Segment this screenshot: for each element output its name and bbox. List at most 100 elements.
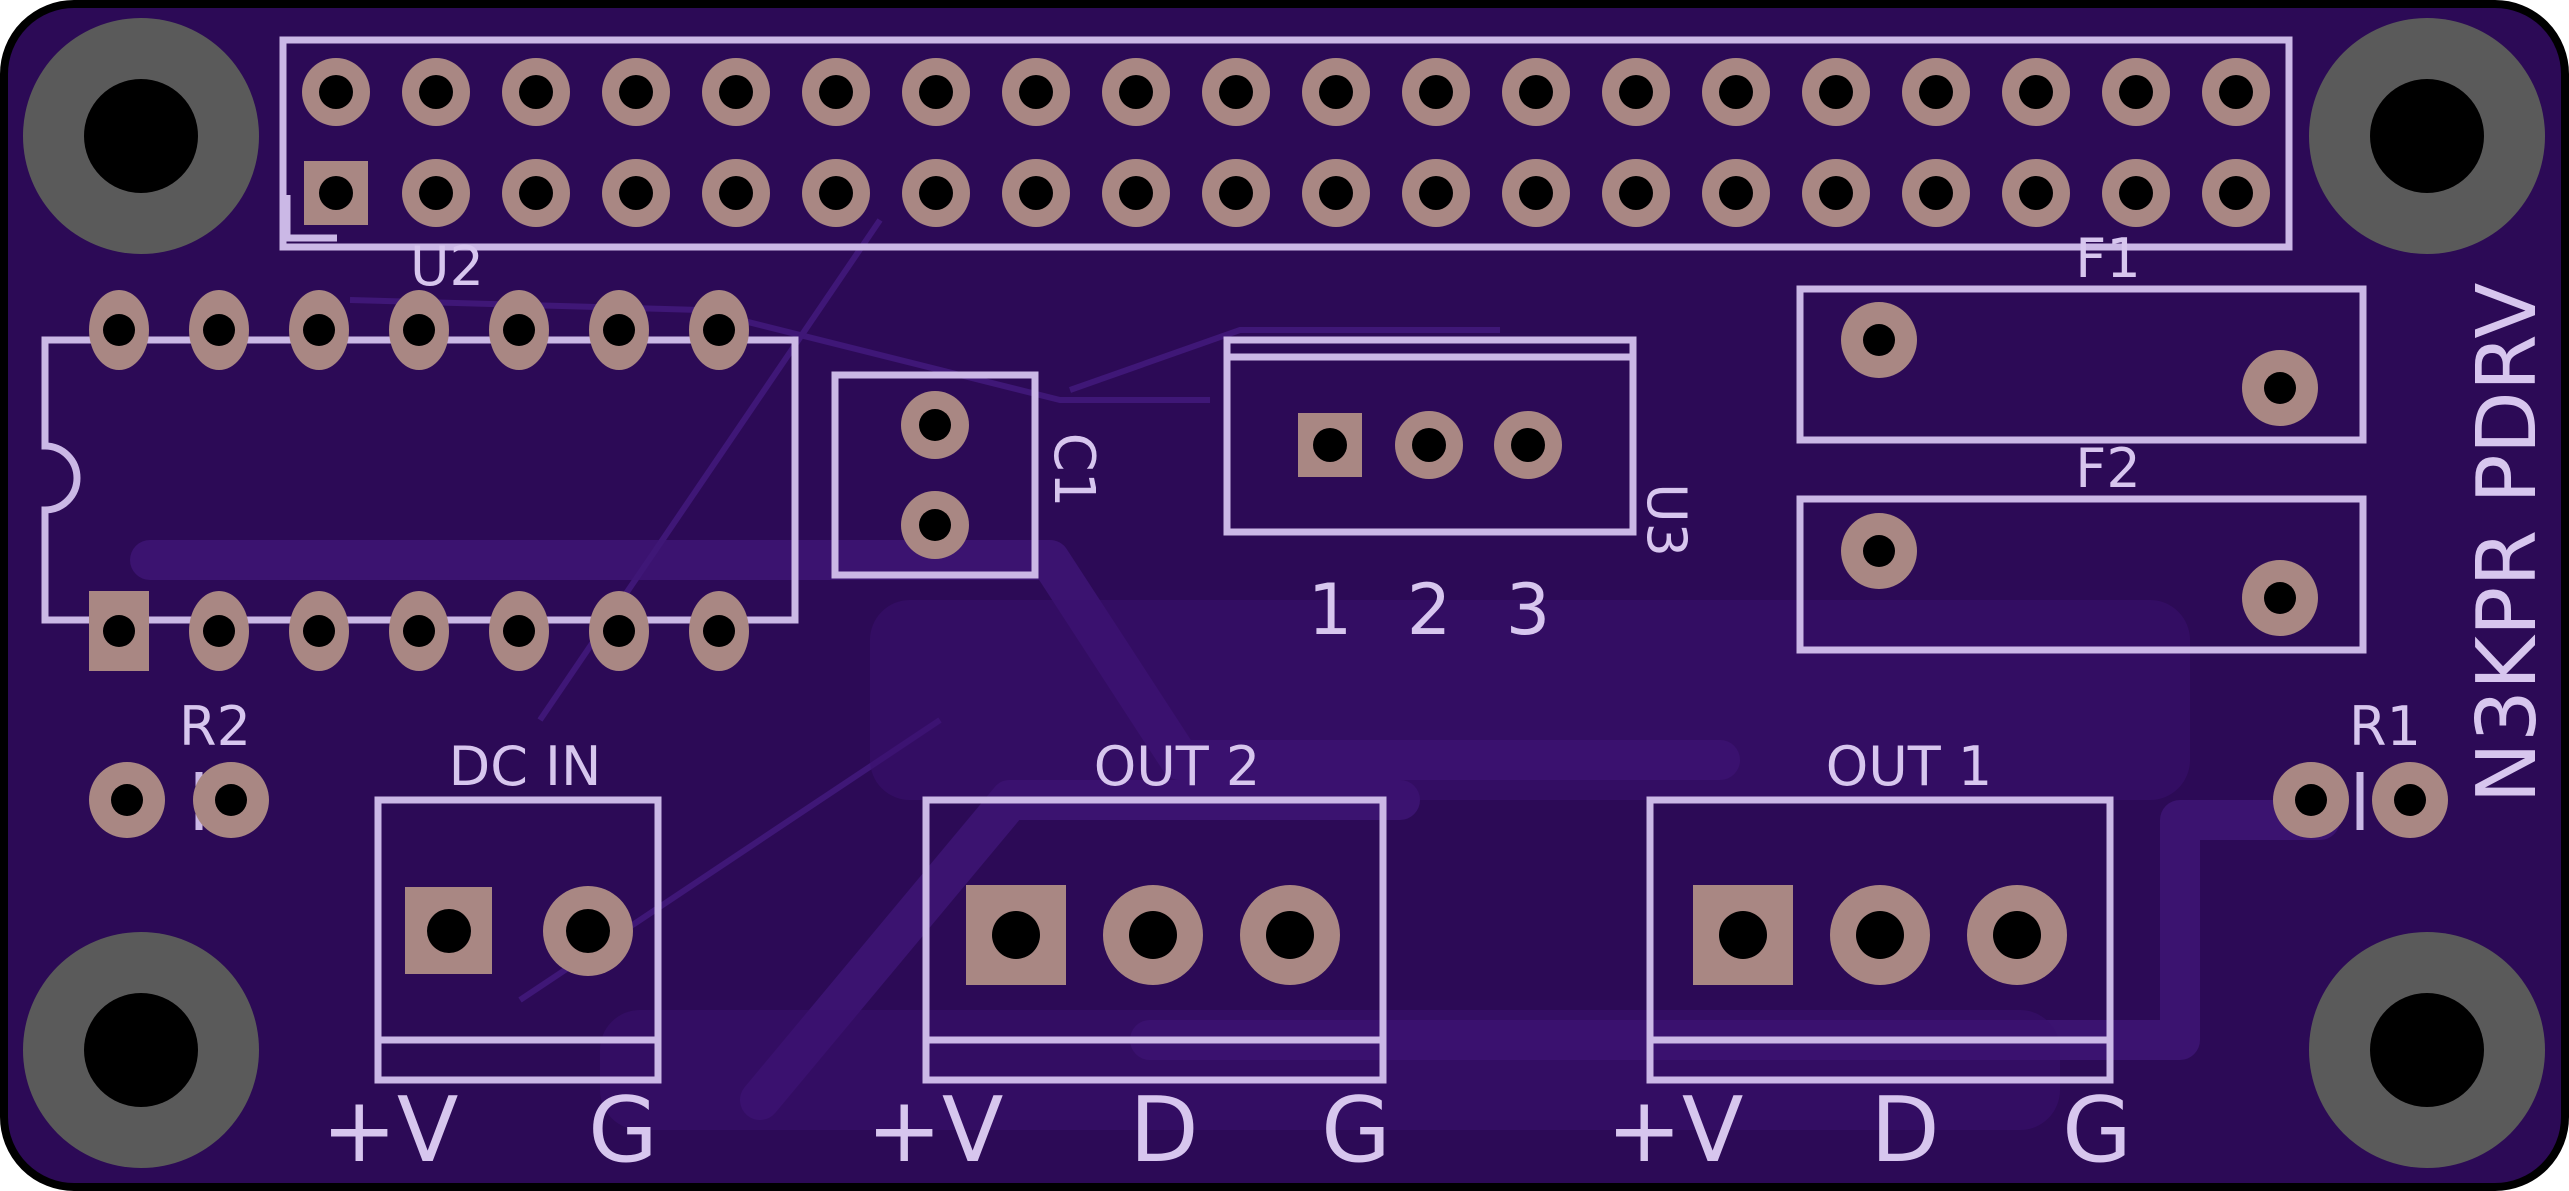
out2-pins-drill bbox=[1266, 911, 1314, 959]
u3-pins bbox=[1298, 411, 1562, 479]
u3-pin3-number: 3 bbox=[1506, 569, 1551, 651]
u3-regulator: U3 1 2 3 bbox=[1223, 336, 1698, 651]
gpio-pin-drill bbox=[1619, 176, 1653, 210]
board-title: N3KPR PDRV bbox=[2460, 283, 2555, 804]
r1-pad-drill bbox=[2295, 784, 2327, 816]
gpio-pin-drill bbox=[619, 176, 653, 210]
gpio-pin1-marker bbox=[283, 195, 337, 242]
out1-pins-drill bbox=[1856, 911, 1904, 959]
gpio-pin-drill bbox=[1319, 75, 1353, 109]
c1-pin-drill bbox=[919, 409, 951, 441]
gpio-pin-drill bbox=[719, 176, 753, 210]
dc-in-terminal: DC IN +V G bbox=[322, 735, 662, 1183]
out2-label: OUT 2 bbox=[1094, 735, 1261, 798]
dc-in-gnd-label: G bbox=[588, 1078, 658, 1183]
out2-pos-label: +V bbox=[867, 1078, 1004, 1183]
u2-pin-drill bbox=[503, 314, 535, 346]
gpio-pin-drill bbox=[1619, 75, 1653, 109]
gpio-pin-drill bbox=[2219, 75, 2253, 109]
u2-pins bbox=[89, 290, 749, 671]
gpio-pin-drill bbox=[919, 75, 953, 109]
mount-hole-drill bbox=[84, 993, 198, 1107]
u2-body-outline bbox=[41, 336, 799, 624]
gpio-header-outline bbox=[279, 36, 2293, 251]
mount-hole-drill bbox=[2370, 79, 2484, 193]
f1-outline bbox=[1796, 285, 2367, 444]
gpio-pin-drill bbox=[1419, 176, 1453, 210]
f1-pad bbox=[1841, 302, 2318, 426]
u2-pin-drill bbox=[703, 314, 735, 346]
r2-resistor: R2 bbox=[89, 695, 269, 838]
gpio-pin-drill bbox=[519, 75, 553, 109]
u3-outline bbox=[1223, 336, 1637, 536]
gpio-pin-drill bbox=[1419, 75, 1453, 109]
r1-pad-drill bbox=[2394, 784, 2426, 816]
gpio-pin-drill bbox=[1819, 75, 1853, 109]
u3-label: U3 bbox=[1635, 483, 1698, 557]
gpio-pin-drill bbox=[319, 75, 353, 109]
gpio-pin-drill bbox=[519, 176, 553, 210]
out2-gnd-label: G bbox=[1321, 1078, 1391, 1183]
out2-pins-drill bbox=[1129, 911, 1177, 959]
c1-label: C1 bbox=[1041, 433, 1106, 508]
f2-outline bbox=[1796, 495, 2367, 654]
f2-pad-drill bbox=[2264, 582, 2296, 614]
r1-label: R1 bbox=[2349, 695, 2421, 758]
gpio-pin-drill bbox=[419, 176, 453, 210]
mount-hole-drill bbox=[2370, 993, 2484, 1107]
gpio-pin-drill bbox=[1119, 75, 1153, 109]
gpio-pin-drill bbox=[2019, 176, 2053, 210]
gpio-pin-drill bbox=[1519, 75, 1553, 109]
u2-pin-drill bbox=[303, 615, 335, 647]
out1-pins bbox=[1693, 885, 2067, 985]
c1-pins bbox=[901, 391, 969, 559]
gpio-header bbox=[279, 36, 2293, 251]
gpio-pin-drill bbox=[819, 176, 853, 210]
gpio-pin-drill bbox=[619, 75, 653, 109]
gpio-pins bbox=[302, 58, 2270, 227]
f2-label: F2 bbox=[2075, 437, 2140, 500]
gpio-pin-drill bbox=[1019, 75, 1053, 109]
out1-data-label: D bbox=[1870, 1078, 1939, 1183]
u2-pin-drill bbox=[603, 314, 635, 346]
u2-dip-ic: U2 bbox=[41, 235, 799, 671]
gpio-pin-drill bbox=[1219, 176, 1253, 210]
u3-pin-drill bbox=[1511, 428, 1545, 462]
u2-pin-drill bbox=[203, 615, 235, 647]
gpio-pin-drill bbox=[1819, 176, 1853, 210]
r2-pad-drill bbox=[215, 784, 247, 816]
f1-pad-drill bbox=[1863, 324, 1895, 356]
u3-pin1-number: 1 bbox=[1308, 569, 1353, 651]
r2-pad-drill bbox=[111, 784, 143, 816]
u3-pin-drill bbox=[1412, 428, 1446, 462]
dc-in-pos-label: +V bbox=[322, 1078, 459, 1183]
c1-outline bbox=[831, 371, 1039, 579]
u2-pin-drill bbox=[703, 615, 735, 647]
u2-pin-drill bbox=[603, 615, 635, 647]
u2-pin-drill bbox=[503, 615, 535, 647]
out2-data-label: D bbox=[1129, 1078, 1198, 1183]
out1-pins-drill bbox=[1993, 911, 2041, 959]
gpio-pin-drill bbox=[1919, 75, 1953, 109]
out1-label: OUT 1 bbox=[1826, 735, 1993, 798]
gpio-pin-drill bbox=[2219, 176, 2253, 210]
out2-pins bbox=[966, 885, 1340, 985]
out1-outline bbox=[1646, 796, 2114, 1084]
gpio-pin-drill bbox=[2019, 75, 2053, 109]
dc-in-label: DC IN bbox=[449, 735, 602, 798]
gpio-pin-drill bbox=[1219, 75, 1253, 109]
dc-in-pad2-drill bbox=[566, 909, 610, 953]
out1-terminal: OUT 1 +V D G bbox=[1607, 735, 2132, 1183]
u3-pin-1-drill bbox=[1313, 428, 1347, 462]
gpio-pin-drill bbox=[1319, 176, 1353, 210]
u2-pin-drill bbox=[403, 314, 435, 346]
gpio-pin-1-drill bbox=[319, 176, 353, 210]
f1-fuse: F1 bbox=[1796, 227, 2367, 444]
gpio-pin-drill bbox=[1719, 75, 1753, 109]
thin-trace-2 bbox=[1069, 327, 1500, 393]
u2-pin-drill bbox=[403, 615, 435, 647]
out2-pins-1-drill bbox=[992, 911, 1040, 959]
u2-pin-drill bbox=[303, 314, 335, 346]
